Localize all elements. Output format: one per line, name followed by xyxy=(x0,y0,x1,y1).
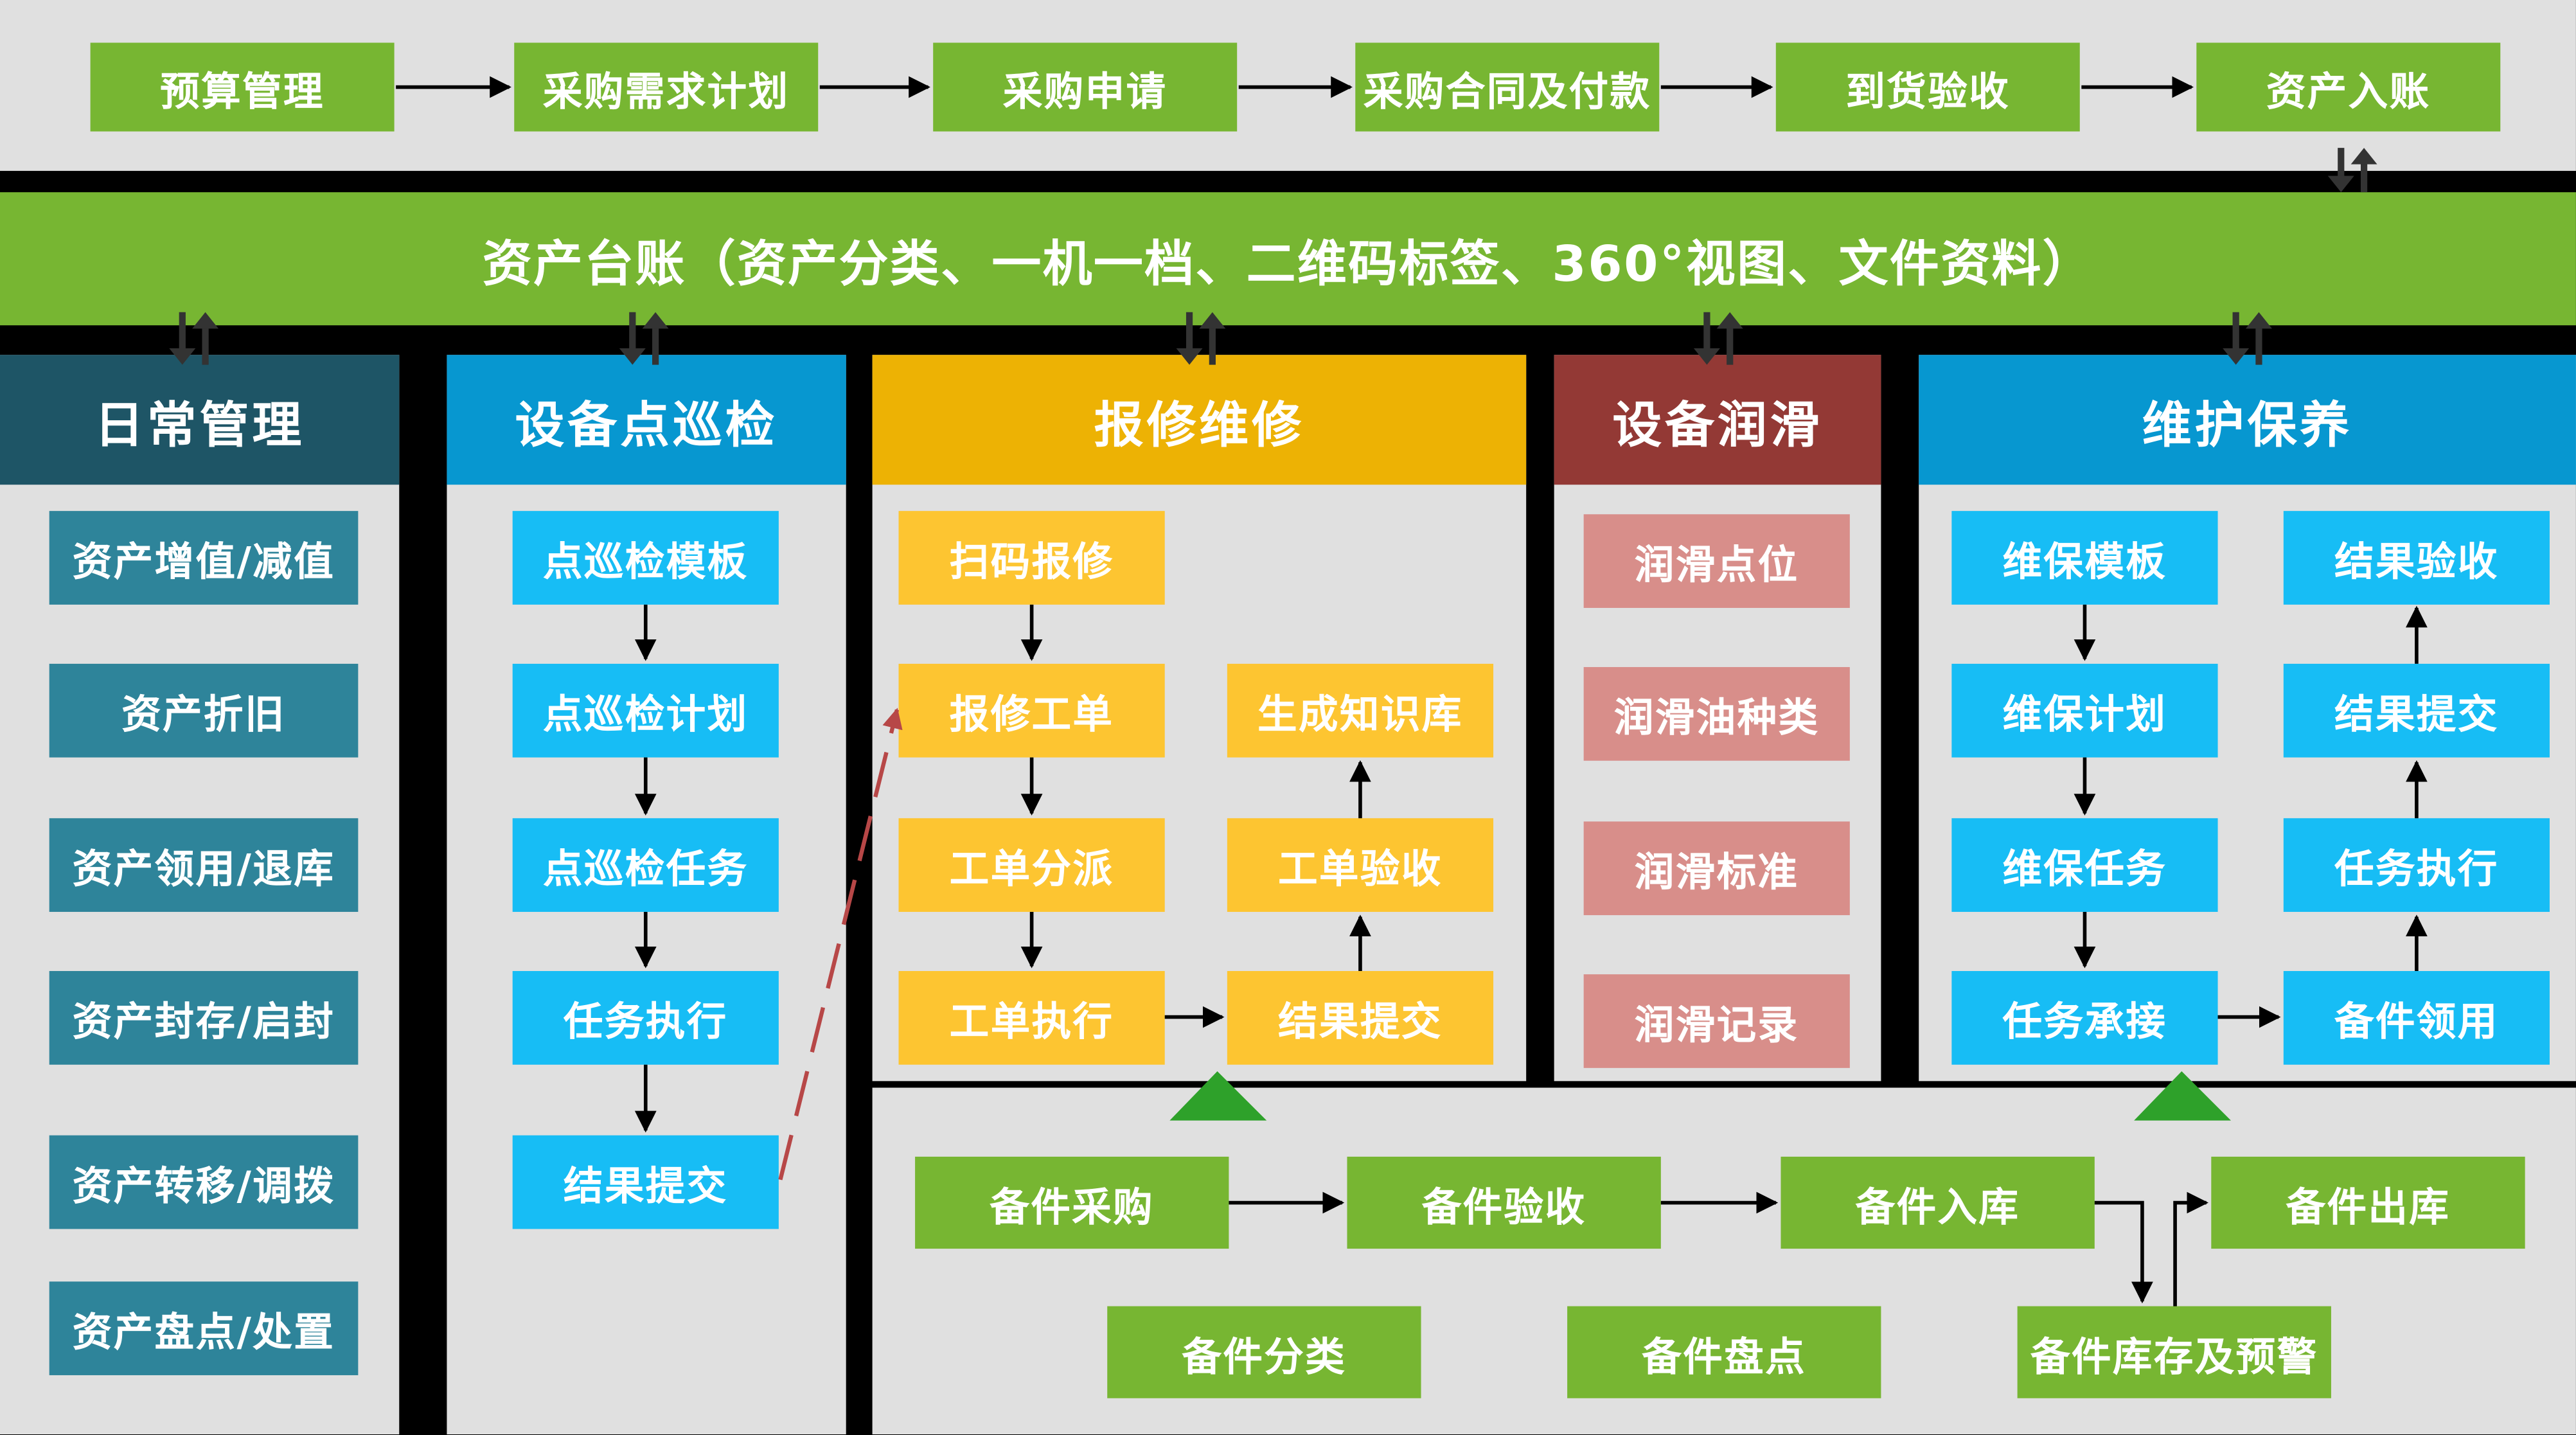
maintenance-item: 备件领用 xyxy=(2283,971,2550,1065)
maintenance-item: 维保模板 xyxy=(1951,511,2218,605)
repair-item: 工单执行 xyxy=(898,971,1165,1065)
repair-item: 报修工单 xyxy=(898,663,1165,758)
lubrication-item: 润滑点位 xyxy=(1583,514,1850,608)
repair-item: 生成知识库 xyxy=(1227,663,1494,758)
lubrication-header: 设备润滑 xyxy=(1554,355,1881,485)
lubrication-item: 润滑油种类 xyxy=(1583,667,1850,761)
spare-item: 备件分类 xyxy=(1107,1306,1421,1398)
spare-item: 备件验收 xyxy=(1347,1156,1661,1249)
daily-header: 日常管理 xyxy=(0,355,400,485)
maintenance-item: 维保计划 xyxy=(1951,663,2218,758)
repair-item: 结果提交 xyxy=(1227,971,1494,1065)
flow-arrival-acceptance: 到货验收 xyxy=(1775,42,2080,132)
lubrication-item: 润滑记录 xyxy=(1583,974,1850,1068)
maintenance-item: 任务承接 xyxy=(1951,971,2218,1065)
repair-item: 工单分派 xyxy=(898,818,1165,912)
repair-item: 扫码报修 xyxy=(898,511,1165,605)
spare-item: 备件库存及预警 xyxy=(2017,1306,2331,1398)
asset-ledger-banner: 资产台账（资产分类、一机一档、二维码标签、360°视图、文件资料） xyxy=(0,192,2576,326)
flow-purchase-request: 采购申请 xyxy=(933,42,1238,132)
repair-header: 报修维修 xyxy=(872,355,1527,485)
repair-item: 工单验收 xyxy=(1227,818,1494,912)
lubrication-item: 润滑标准 xyxy=(1583,821,1850,916)
daily-item: 资产转移/调拨 xyxy=(49,1135,359,1229)
daily-item: 资产领用/退库 xyxy=(49,818,359,912)
spare-item: 备件入库 xyxy=(1781,1156,2095,1249)
maintenance-item: 结果验收 xyxy=(2283,511,2550,605)
maintenance-header: 维护保养 xyxy=(1919,355,2576,485)
inspection-header: 设备点巡检 xyxy=(447,355,846,485)
flow-contract-payment: 采购合同及付款 xyxy=(1355,42,1660,132)
daily-item: 资产增值/减值 xyxy=(49,511,359,605)
flow-demand-plan: 采购需求计划 xyxy=(514,42,819,132)
inspection-item: 点巡检模板 xyxy=(512,511,779,605)
inspection-item: 点巡检计划 xyxy=(512,663,779,758)
flow-budget: 预算管理 xyxy=(90,42,395,132)
inspection-item: 结果提交 xyxy=(512,1135,779,1229)
inspection-item: 任务执行 xyxy=(512,971,779,1065)
maintenance-item: 维保任务 xyxy=(1951,818,2218,912)
daily-item: 资产封存/启封 xyxy=(49,971,359,1065)
daily-item: 资产折旧 xyxy=(49,663,359,758)
spare-item: 备件出库 xyxy=(2211,1156,2525,1249)
daily-item: 资产盘点/处置 xyxy=(49,1281,359,1375)
maintenance-item: 结果提交 xyxy=(2283,663,2550,758)
spare-item: 备件盘点 xyxy=(1567,1306,1881,1398)
spare-item: 备件采购 xyxy=(915,1156,1229,1249)
flow-asset-recording: 资产入账 xyxy=(2196,42,2501,132)
inspection-item: 点巡检任务 xyxy=(512,818,779,912)
maintenance-item: 任务执行 xyxy=(2283,818,2550,912)
